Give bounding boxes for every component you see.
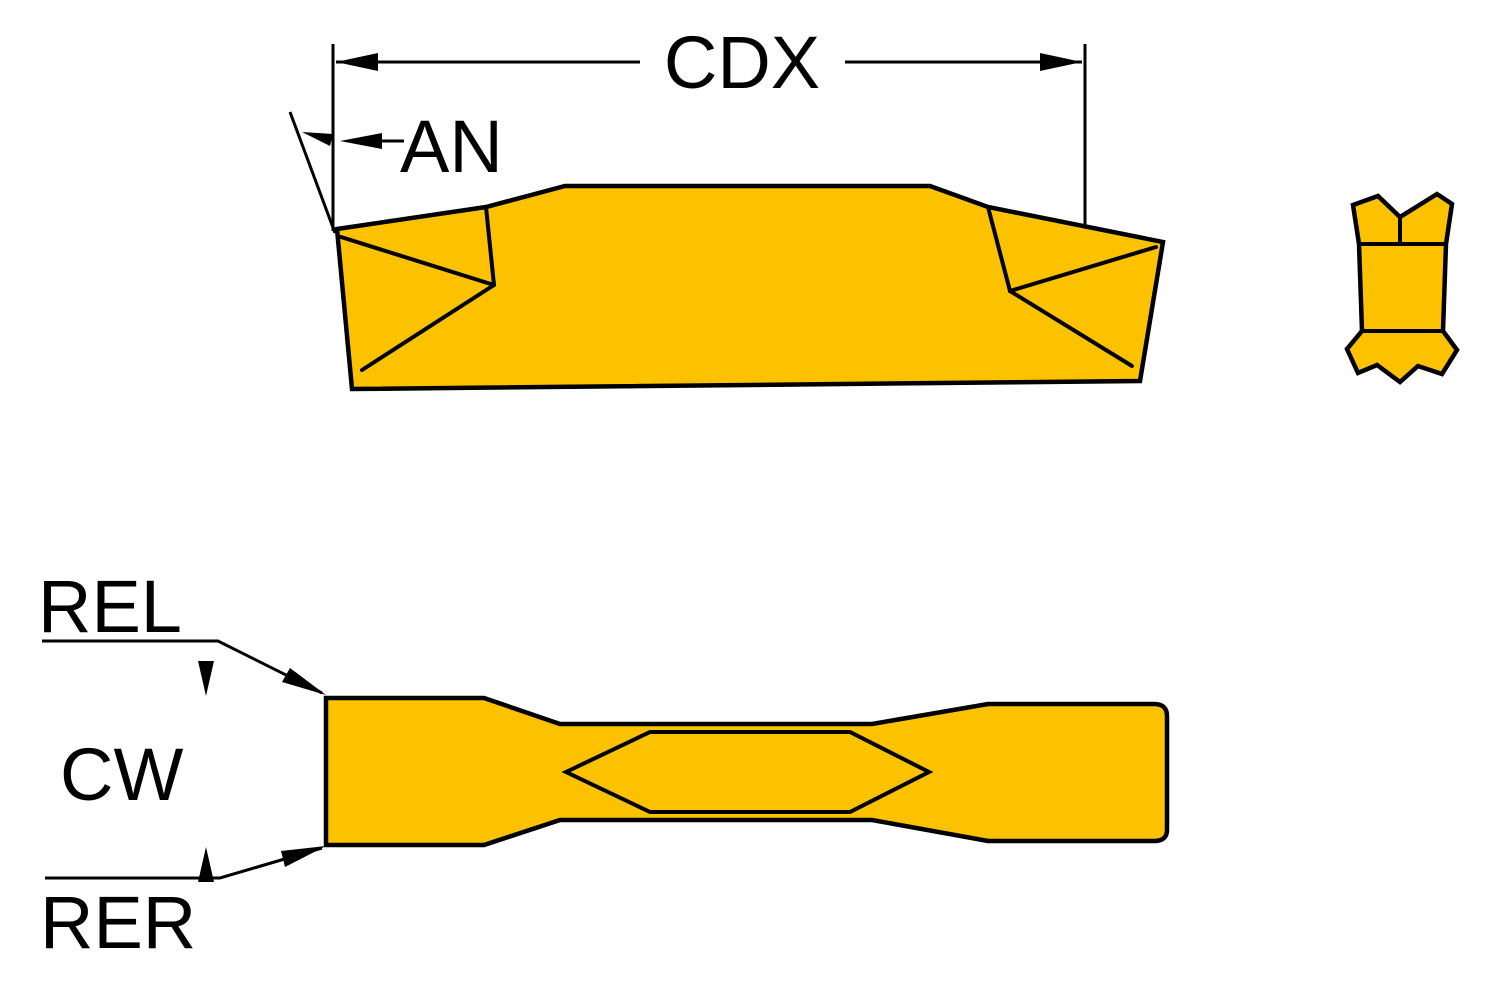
side-view-facet-line-left-3	[360, 283, 496, 372]
rel-annotation: REL	[38, 565, 326, 695]
side-view-facet-line-left-2	[339, 235, 496, 287]
rer-label: RER	[40, 881, 196, 964]
insert-side-view	[334, 183, 1166, 392]
an-annotation: AN	[288, 105, 503, 234]
cdx-label: CDX	[664, 21, 820, 104]
an-angle-arrow-icon	[302, 132, 333, 146]
insert-top-view	[323, 695, 1170, 848]
side-view-facet-line-left-1	[484, 205, 496, 287]
cdx-arrow-left-icon	[336, 53, 378, 71]
cdx-arrow-right-icon	[1040, 53, 1082, 71]
side-view-facet-line-right-1	[986, 205, 1012, 293]
top-view-center-island	[561, 730, 934, 814]
an-label: AN	[400, 105, 503, 188]
rer-arrow-icon	[281, 846, 326, 867]
rer-leader-line	[45, 846, 323, 880]
side-view-facet-line-right-3	[1008, 289, 1134, 368]
rel-leader-line	[42, 639, 323, 695]
top-view-body	[323, 695, 1170, 848]
side-view-body	[334, 183, 1166, 392]
cw-arrow-down-icon	[198, 661, 214, 696]
insert-end-view	[1344, 191, 1460, 385]
cw-arrow-up-icon	[198, 847, 214, 882]
cw-label: CW	[60, 733, 183, 816]
an-arrow-icon	[340, 133, 382, 149]
end-view-body	[1344, 191, 1460, 385]
cdx-dimension: CDX	[331, 21, 1087, 237]
rel-label: REL	[38, 565, 182, 648]
rer-annotation: RER	[40, 846, 326, 964]
side-view-facet-line-right-2	[1008, 245, 1158, 293]
rel-arrow-icon	[282, 668, 326, 695]
cw-annotation: CW	[60, 661, 214, 882]
an-angle-line	[288, 111, 337, 234]
